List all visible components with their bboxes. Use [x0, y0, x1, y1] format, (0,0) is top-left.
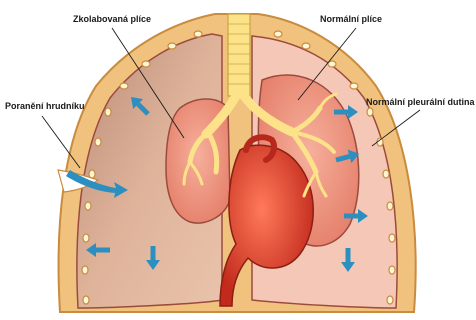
- label-chest-wound: Poranění hrudníku: [5, 101, 85, 111]
- label-collapsed-lung: Zkolabovaná plíce: [73, 14, 151, 24]
- label-normal-lung: Normální plíce: [320, 14, 382, 24]
- label-pleural-cavity: Normální pleurální dutina: [366, 97, 476, 107]
